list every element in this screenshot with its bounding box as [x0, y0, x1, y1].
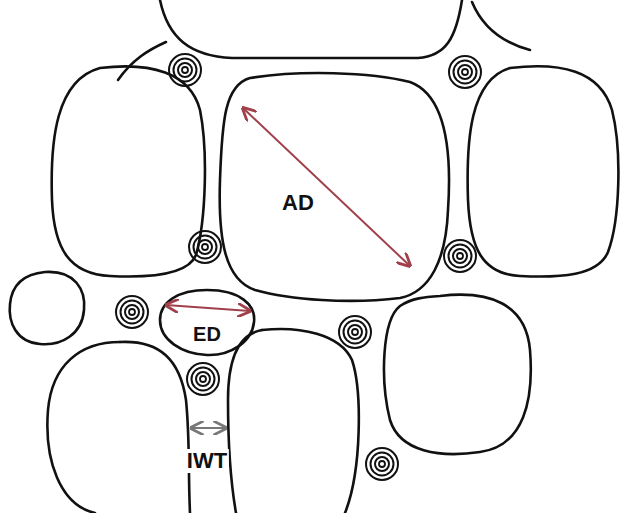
dimension-label: AD [280, 191, 316, 215]
dimension-arrow [243, 108, 410, 266]
fiber-cells [116, 54, 481, 480]
dimension-arrow [191, 427, 226, 429]
dimension-label: ED [191, 323, 223, 345]
cell-walls [10, 0, 619, 513]
dimension-label: IWT [185, 449, 229, 473]
dimension-arrow [166, 305, 250, 311]
